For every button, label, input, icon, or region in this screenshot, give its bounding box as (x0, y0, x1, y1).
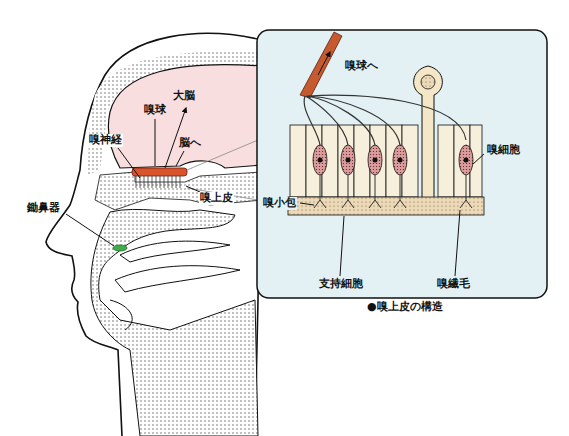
part-name: 脳へ (178, 137, 202, 150)
part-name: 嗅神経 (88, 134, 123, 147)
gland-duct (421, 75, 435, 89)
part-name: 嗅小包 (262, 197, 297, 210)
nasal-cavity (91, 209, 258, 436)
dendrites (314, 175, 472, 208)
inset-panel (257, 30, 547, 298)
vomeronasal-organ (113, 245, 127, 251)
mucus-layer (288, 197, 484, 215)
part-name: 嗅上皮 (199, 192, 234, 205)
olfactory-nerve-fibers (136, 176, 180, 188)
turbinate (115, 266, 240, 292)
caption-note: ●嗅上皮の構造 (366, 301, 444, 314)
turbinate (120, 241, 230, 262)
supporting-cells (290, 125, 482, 197)
part-name: 嗅繊毛 (436, 278, 471, 291)
cerebrum (108, 65, 262, 168)
skull-base (95, 172, 262, 210)
part-name: 嗅球 (143, 104, 167, 117)
part-name: 支持細胞 (318, 278, 364, 291)
axons (304, 95, 466, 145)
part-name: 嗅細胞 (486, 144, 521, 157)
leader-lines (66, 52, 484, 276)
part-name: 鋤鼻器 (26, 202, 61, 215)
head-outline (46, 33, 262, 436)
nerve-bundle (300, 32, 342, 98)
skull (88, 51, 262, 175)
part-name: 嗅球へ (344, 60, 379, 73)
part-name: 大脳 (172, 90, 196, 103)
olfactory-cells (313, 145, 473, 175)
olfactory-bulb (132, 168, 187, 176)
palate (110, 300, 132, 330)
